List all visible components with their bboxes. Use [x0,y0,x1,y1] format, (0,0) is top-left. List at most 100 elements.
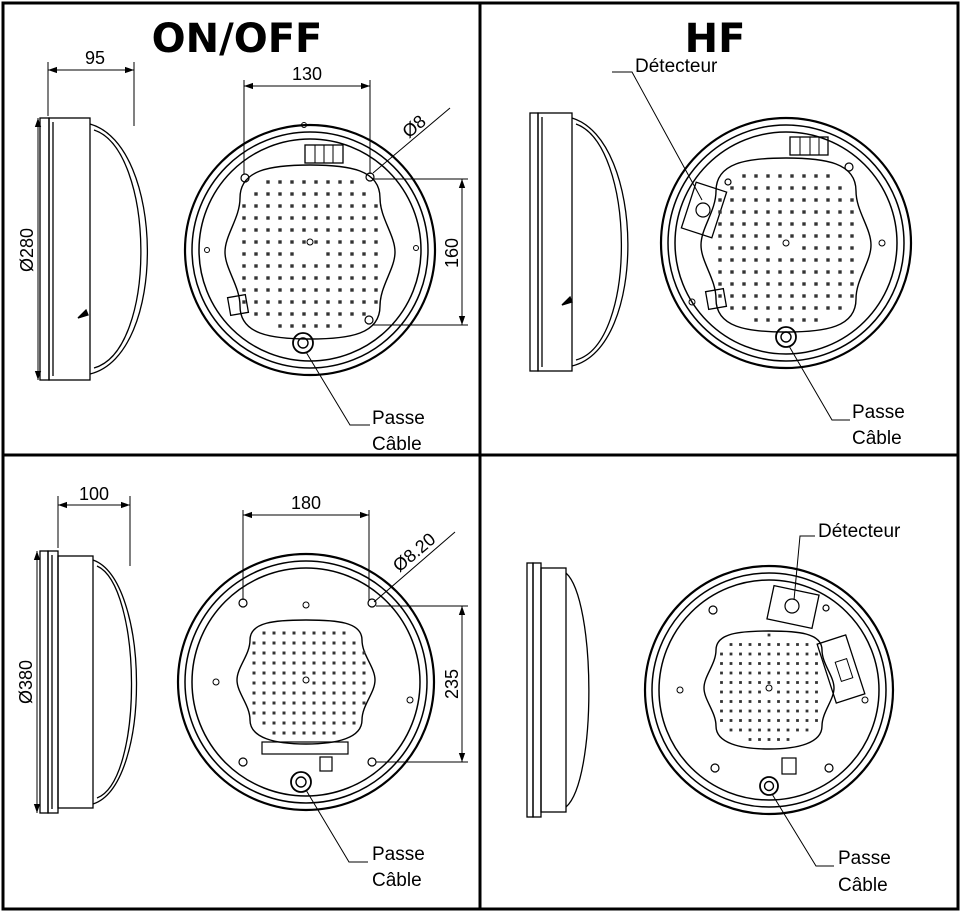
led-dot [290,324,294,328]
dim-width-label: 100 [79,484,109,504]
led-dot [766,246,770,250]
led-dot [805,719,809,722]
led-dot [266,180,270,184]
led-dot [374,300,378,304]
led-dot [826,174,830,178]
led-dot [720,662,723,665]
led-dot [312,701,316,705]
led-dot [338,180,342,184]
led-dot [796,700,799,703]
led-dot [352,721,356,725]
led-dot [314,180,318,184]
led-dot [338,228,342,232]
led-dot [739,643,742,646]
led-dot [814,246,818,250]
front-view-hf-380 [643,564,895,816]
led-dot [282,661,286,665]
led-dot [766,282,770,286]
led-dot [815,652,818,656]
led-dot [748,652,752,656]
led-dot [850,222,854,226]
led-dot [805,728,809,732]
led-dot [802,282,806,286]
led-dot [374,216,378,220]
led-dot [805,681,809,684]
led-dot [815,671,818,675]
led-dot [718,246,722,250]
led-dot [742,306,746,310]
led-dot [302,711,306,715]
led-dot [342,641,346,645]
led-dot [777,738,780,741]
led-dot [730,306,734,310]
cable-label-line2: Câble [372,870,422,891]
led-dot [282,701,286,705]
led-dot [282,711,286,715]
led-dot [352,701,356,705]
led-dot [322,721,326,725]
led-dot [326,252,330,256]
led-dot [802,318,806,322]
led-dot [322,701,326,705]
led-dot [742,270,746,274]
led-dot [720,719,723,722]
led-dot [786,662,790,665]
led-dot [754,222,758,226]
led-dot [352,681,356,685]
side-view-hf-280 [529,112,629,372]
led-dot [802,270,806,274]
led-dot [815,690,818,694]
led-dot [754,174,758,178]
led-dot [272,691,276,695]
led-dot [790,174,794,178]
led-dot [332,671,336,675]
led-dot [338,300,342,304]
led-dot [748,643,752,646]
led-dot [786,690,790,694]
detector-callout-tr: Détecteur [612,56,718,201]
dim-spacing-130: 130 [243,64,371,174]
led-dot [278,276,282,280]
led-dot [786,652,790,656]
led-dot [314,264,318,268]
led-dot [730,246,734,250]
led-dot [302,691,306,695]
led-dot [290,300,294,304]
led-dot [374,204,378,208]
led-dot [742,258,746,262]
cable-entry-callout-tl: Passe Câble [305,351,425,455]
led-dot [838,186,842,190]
led-dot [729,728,733,732]
led-dot [266,192,270,196]
led-dot [312,681,316,685]
led-dot [242,276,246,280]
led-dot [838,246,842,250]
led-dot [254,204,258,208]
led-dot [814,258,818,262]
led-dot [252,691,256,695]
led-dot [362,300,366,304]
led-dot [326,324,330,328]
led-dot [748,719,752,722]
led-dot [322,681,326,685]
panel-on-off-380: 100 Ø380 180 [16,484,468,891]
led-dot [748,681,752,684]
led-dot [292,651,296,655]
led-dot [290,192,294,196]
led-dot [748,728,752,732]
led-dot [350,276,354,280]
led-dot [266,204,270,208]
led-dot [352,641,356,645]
led-dot [754,210,758,214]
led-dot [739,681,742,684]
led-dot [322,671,326,675]
cable-label-line2: Câble [852,428,902,449]
led-dot [350,204,354,208]
led-dot [826,282,830,286]
led-dot [742,186,746,190]
led-dot [754,282,758,286]
led-dot [805,662,809,665]
led-dot [314,288,318,292]
led-dot [242,240,246,244]
led-dot [362,681,366,685]
